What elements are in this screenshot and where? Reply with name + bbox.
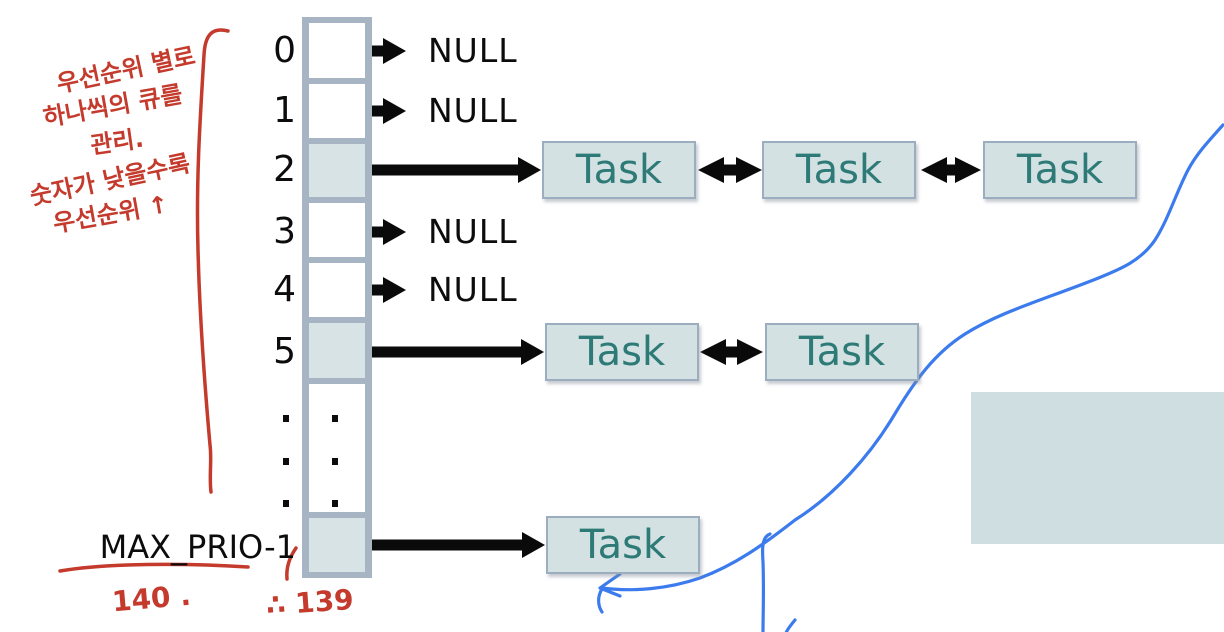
array-cell-1 bbox=[309, 84, 365, 138]
task-node: Task bbox=[983, 141, 1137, 199]
array-cell-4 bbox=[309, 263, 365, 317]
red-value-139: ∴ 139 bbox=[264, 582, 355, 623]
blue-curve bbox=[600, 123, 1224, 592]
index-label-2: 2 bbox=[273, 149, 296, 190]
null-value-row4: NULL bbox=[428, 270, 518, 309]
null-value-row0: NULL bbox=[428, 31, 518, 70]
array-cell-0 bbox=[309, 23, 365, 78]
task-node: Task bbox=[765, 323, 919, 381]
priority-array-column bbox=[302, 17, 372, 578]
index-label-0: 0 bbox=[273, 30, 296, 71]
array-cell-maxprio bbox=[309, 518, 365, 572]
array-cell-5 bbox=[309, 323, 365, 378]
ellipsis-dot bbox=[332, 458, 338, 465]
array-cell-ellipsis bbox=[309, 384, 365, 512]
highlight-panel bbox=[971, 392, 1224, 544]
task-node: Task bbox=[762, 141, 916, 199]
pointer-arrowhead-row0 bbox=[383, 38, 406, 64]
ellipsis-dot bbox=[332, 415, 338, 422]
pointer-arrowhead-row4 bbox=[383, 277, 406, 303]
red-tick bbox=[285, 546, 298, 581]
double-link-arrowhead bbox=[921, 157, 947, 183]
index-label-1: 1 bbox=[273, 90, 296, 131]
ellipsis-dot bbox=[283, 458, 289, 465]
null-value-row3: NULL bbox=[428, 212, 518, 251]
index-label-maxprio: MAX_PRIO-1 bbox=[99, 528, 296, 566]
ellipsis-dot bbox=[332, 500, 338, 507]
double-link-arrowhead bbox=[737, 339, 763, 365]
red-value-140: 140 . bbox=[110, 578, 193, 619]
pointer-arrowhead-row1 bbox=[383, 98, 406, 124]
double-link-arrows bbox=[698, 157, 981, 365]
double-link-arrowhead bbox=[736, 157, 762, 183]
red-pen-strokes bbox=[58, 28, 298, 581]
blue-vertical-stroke bbox=[760, 532, 772, 632]
null-value-row1: NULL bbox=[428, 91, 518, 130]
task-node: Task bbox=[545, 323, 699, 381]
array-cell-2 bbox=[309, 144, 365, 197]
index-label-4: 4 bbox=[273, 269, 296, 310]
red-underline bbox=[58, 562, 250, 573]
blue-curve-arrowhead bbox=[598, 572, 622, 598]
double-link-arrowhead bbox=[698, 157, 724, 183]
index-label-5: 5 bbox=[273, 331, 296, 372]
array-cell-3 bbox=[309, 203, 365, 257]
ellipsis-dot bbox=[283, 415, 289, 422]
pointer-arrowhead-rowmax bbox=[522, 532, 545, 558]
index-label-3: 3 bbox=[273, 211, 296, 252]
pointer-arrowhead-row2 bbox=[518, 157, 541, 183]
blue-bottom-tick bbox=[784, 618, 797, 632]
task-node: Task bbox=[546, 516, 700, 574]
red-bracket-line bbox=[195, 28, 230, 494]
double-link-arrowhead bbox=[955, 157, 981, 183]
ellipsis-dot bbox=[283, 500, 289, 507]
pointer-arrowhead-row5 bbox=[521, 339, 544, 365]
task-node: Task bbox=[542, 141, 696, 199]
blue-pen-strokes bbox=[597, 123, 1224, 632]
double-link-arrowhead bbox=[700, 339, 726, 365]
pointer-arrowhead-row3 bbox=[383, 219, 406, 245]
blue-curve-tail bbox=[597, 587, 604, 614]
